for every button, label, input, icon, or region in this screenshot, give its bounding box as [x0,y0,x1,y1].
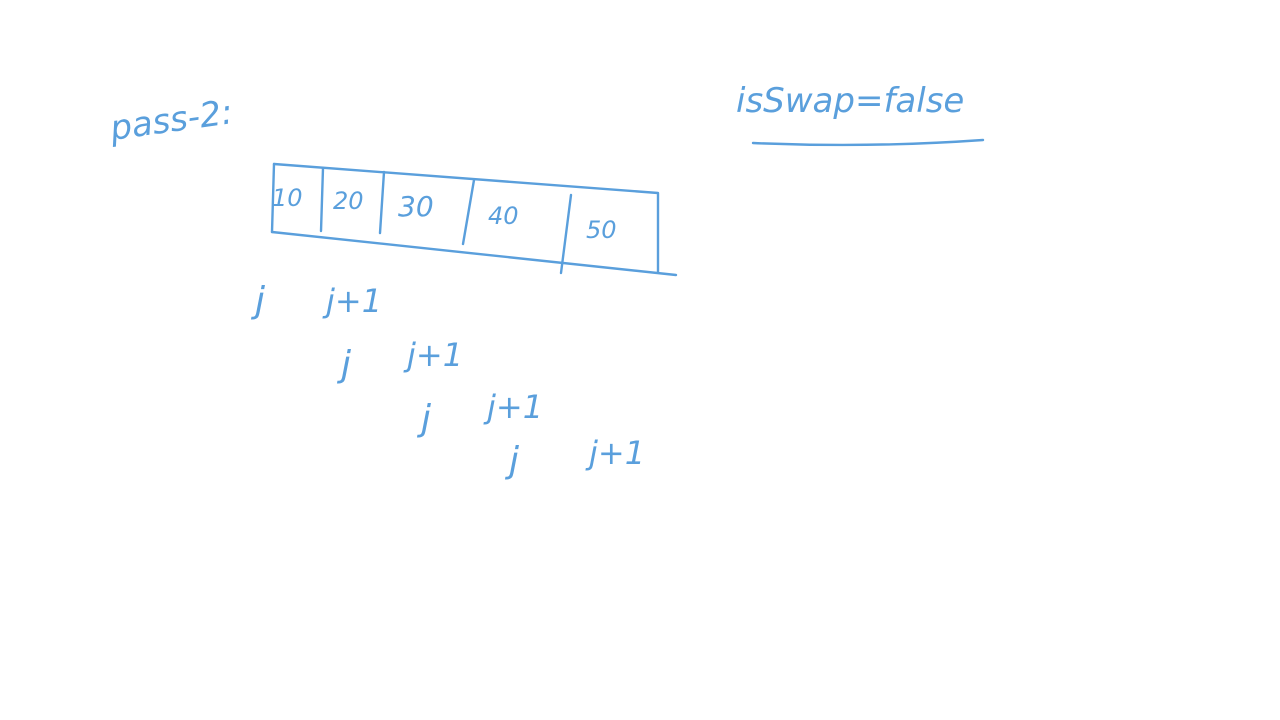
array-divider [559,193,573,275]
array-bottom-edge [270,230,678,277]
pointer-j: j [250,280,265,321]
pass-label: pass-2: [107,92,236,149]
array-top-edge [272,162,660,274]
pointer-j: j [504,440,519,481]
array-cell: 30 [398,190,434,223]
pointer-j-plus-1: j+1 [483,388,543,426]
array-divider [319,166,325,233]
array-cell: 10 [272,184,303,212]
array-left-edge [270,162,276,234]
array-cell: 40 [488,202,519,230]
array-divider [461,178,476,246]
flag-underline [751,138,985,147]
pointer-j-plus-1: j+1 [322,282,382,320]
array-cell: 20 [333,187,364,215]
pointer-j: j [416,398,431,439]
pointer-j-plus-1: j+1 [403,336,463,374]
swap-flag-label: isSwap=false [736,81,964,121]
pointer-j-plus-1: j+1 [585,434,645,472]
array-cell: 50 [586,216,617,244]
pointer-j: j [336,344,351,385]
array-divider [378,170,386,235]
